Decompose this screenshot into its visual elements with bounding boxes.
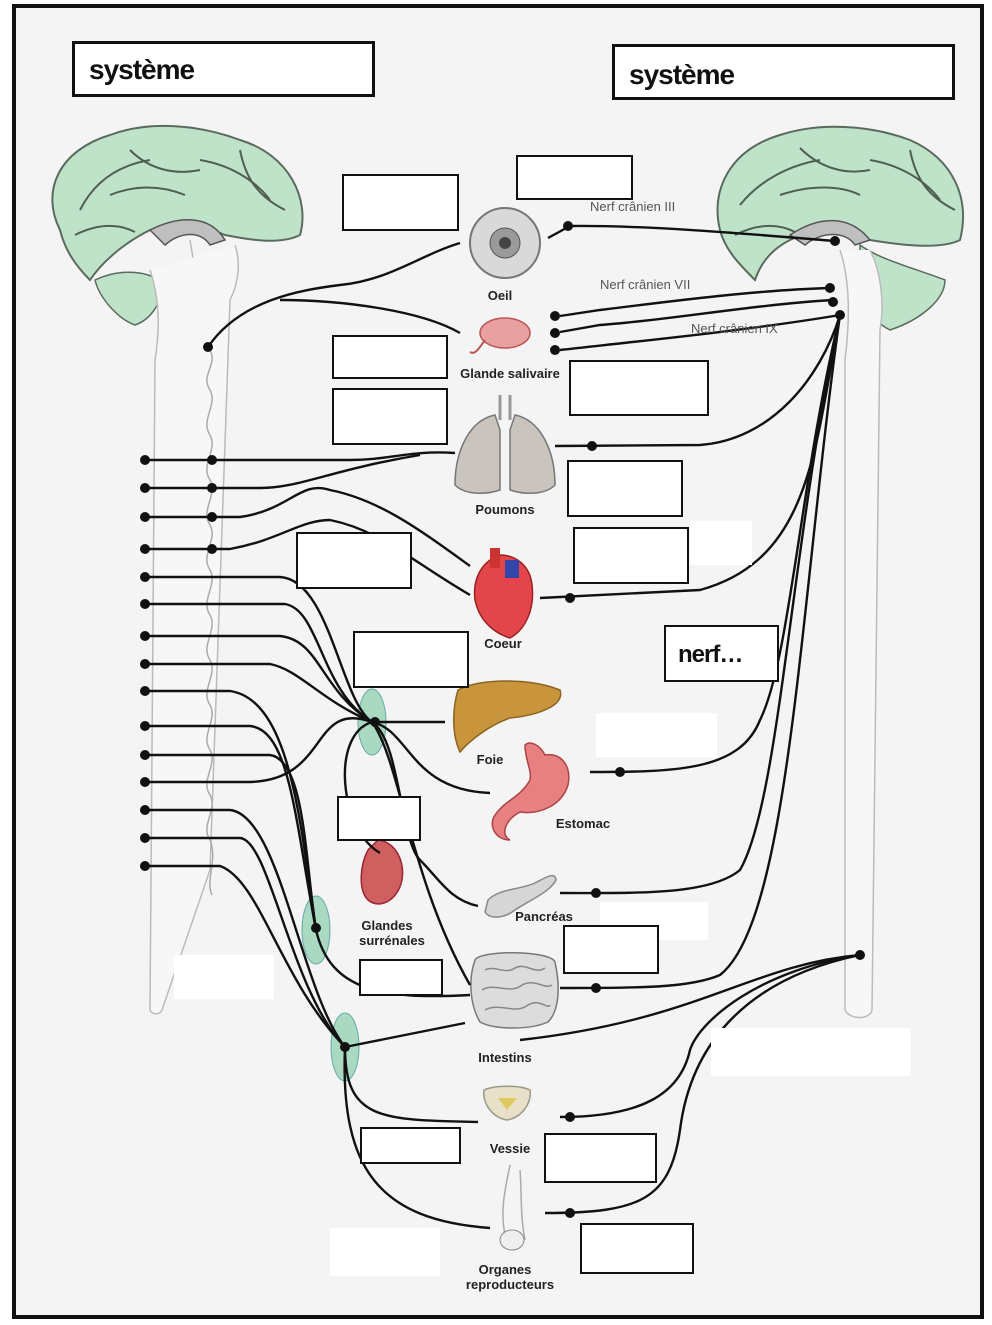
erased-label-area xyxy=(711,1028,911,1076)
label-reproducteurs: reproducteurs xyxy=(460,1277,560,1292)
label-glandes: Glandes xyxy=(352,918,422,933)
salivary-gland-illustration xyxy=(470,318,530,353)
label-foie: Foie xyxy=(470,752,510,767)
heart-illustration xyxy=(475,548,533,638)
right-brain-illustration xyxy=(718,127,963,330)
erased-label-area xyxy=(596,713,717,757)
title-box-right[interactable]: système xyxy=(612,44,955,100)
label-nerf-crânien-ix: Nerf crânien IX xyxy=(691,321,778,336)
bladder-illustration xyxy=(484,1086,530,1120)
answer-box[interactable] xyxy=(544,1133,657,1183)
label-nerf-crânien-iii: Nerf crânien III xyxy=(590,199,675,214)
answer-box[interactable] xyxy=(360,1127,461,1164)
left-spinal-cord xyxy=(150,245,238,1014)
erased-label-area xyxy=(330,1228,440,1276)
liver-illustration xyxy=(454,681,561,752)
label-poumons: Poumons xyxy=(470,502,540,517)
answer-box[interactable] xyxy=(567,460,683,517)
lungs-illustration xyxy=(455,395,555,493)
answer-box[interactable] xyxy=(573,527,689,584)
answer-box[interactable] xyxy=(337,796,421,841)
label-surrenales: surrénales xyxy=(352,933,432,948)
answer-box[interactable] xyxy=(296,532,412,589)
label-vessie: Vessie xyxy=(485,1141,535,1156)
title-right: système xyxy=(629,59,734,91)
answer-box[interactable] xyxy=(569,360,709,416)
answer-box[interactable] xyxy=(563,925,659,974)
answer-box[interactable] xyxy=(332,335,448,379)
label-oeil: Oeil xyxy=(475,288,525,303)
eye-illustration xyxy=(470,208,540,278)
label-coeur: Coeur xyxy=(478,636,528,651)
nerf-text: nerf… xyxy=(678,641,742,669)
intestines-illustration xyxy=(471,953,558,1028)
answer-box[interactable] xyxy=(353,631,469,688)
label-box-nerf[interactable]: nerf… xyxy=(664,625,779,682)
right-spinal-cord xyxy=(840,250,882,1018)
reproductive-organs-illustration xyxy=(500,1165,525,1250)
title-left: système xyxy=(89,54,194,86)
answer-box[interactable] xyxy=(580,1223,694,1274)
title-box-left[interactable]: système xyxy=(72,41,375,97)
adrenal-gland-illustration xyxy=(361,840,402,904)
answer-box[interactable] xyxy=(516,155,633,200)
answer-box[interactable] xyxy=(332,388,448,445)
label-glande-salivaire: Glande salivaire xyxy=(450,366,570,381)
label-intestins: Intestins xyxy=(470,1050,540,1065)
erased-label-area xyxy=(174,955,274,999)
answer-box[interactable] xyxy=(342,174,459,231)
erased-label-area xyxy=(690,521,752,565)
label-organes: Organes xyxy=(465,1262,545,1277)
label-nerf-crânien-vii: Nerf crânien VII xyxy=(600,277,690,292)
label-estomac: Estomac xyxy=(548,816,618,831)
label-pancreas: Pancréas xyxy=(494,909,594,924)
answer-box[interactable] xyxy=(359,959,443,996)
